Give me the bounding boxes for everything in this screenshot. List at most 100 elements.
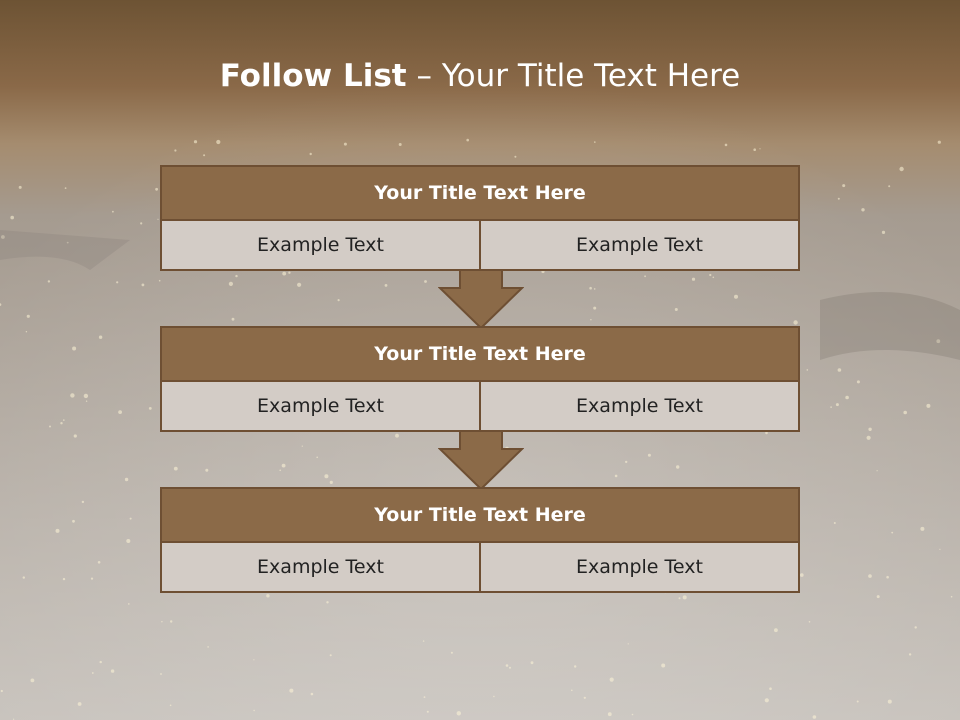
city-light [856,700,859,703]
block-title: Your Title Text Here [160,165,800,221]
city-light [160,673,162,675]
city-light [614,474,618,478]
city-light [161,621,163,623]
city-light [937,140,941,144]
city-light [126,539,131,543]
city-light [22,576,25,579]
city-light [903,410,907,415]
city-light [765,431,768,435]
city-light [881,230,886,234]
city-light [837,197,840,200]
city-light [70,393,75,398]
city-light [316,456,319,459]
city-light [81,500,85,504]
city-light [891,531,894,534]
city-light [724,143,728,147]
city-light [583,696,586,699]
city-light [908,653,912,656]
city-light [337,299,340,302]
city-light [631,713,634,716]
city-light [207,646,209,648]
city-light [936,339,941,344]
city-light [627,643,629,645]
city-light [833,522,836,524]
city-light [926,403,931,408]
city-light [868,574,872,578]
city-light [231,317,235,321]
city-light [77,702,82,706]
block-cell-right: Example Text [481,543,800,593]
city-light [759,148,761,150]
city-light [193,140,198,144]
slide-title: Follow List – Your Title Text Here [0,54,960,98]
city-light [26,314,30,318]
city-light [682,595,687,600]
city-light [644,275,646,278]
city-light [806,369,809,371]
block-cell-left: Example Text [160,543,481,593]
city-light [424,280,427,283]
city-light [450,651,453,654]
city-light [709,273,712,277]
city-light [169,704,172,707]
city-light [398,143,402,146]
block-cell-right: Example Text [481,221,800,271]
city-light [845,395,849,400]
city-light [812,715,817,719]
city-light [18,185,22,189]
block-cell-left: Example Text [160,221,481,271]
city-light [509,666,511,669]
city-light [594,141,596,143]
city-light [140,222,143,225]
city-light [90,577,94,580]
city-light [426,710,429,713]
city-light [279,469,282,472]
city-light [266,594,270,598]
city-light [423,696,426,698]
city-light [148,407,152,410]
city-light [764,698,769,703]
city-light [590,319,592,321]
city-light [25,331,28,333]
city-light [228,281,233,286]
city-light [63,419,65,421]
city-light [530,661,534,665]
city-light [157,218,159,220]
list-block-2: Your Title Text Here Example Text Exampl… [160,326,800,432]
city-light [808,621,811,623]
city-light [62,577,66,581]
city-light [174,149,177,152]
city-light [97,561,101,564]
city-light [203,154,206,157]
city-light [607,712,612,717]
slide-title-bold: Follow List [219,58,407,94]
city-light [691,277,696,281]
city-light [868,427,872,431]
city-light [753,148,756,151]
city-light [493,695,495,698]
city-light [866,435,871,440]
city-light [324,474,329,479]
city-light [49,425,51,428]
city-light [205,468,209,472]
city-light [170,620,173,623]
city-light [329,654,332,657]
city-light [216,139,221,145]
city-light [110,669,115,673]
city-light [118,410,122,414]
city-light [514,155,517,158]
city-light [676,465,680,469]
city-light [793,320,798,325]
city-light [661,663,666,668]
city-light [625,460,628,464]
city-light [876,595,880,599]
city-light [112,210,114,213]
city-light [99,660,102,664]
city-light [914,626,917,629]
block-row: Example Text Example Text [160,221,800,271]
city-light [842,184,846,188]
city-light [98,335,103,339]
city-light [47,280,51,283]
city-light [91,672,94,674]
city-light [830,406,832,408]
